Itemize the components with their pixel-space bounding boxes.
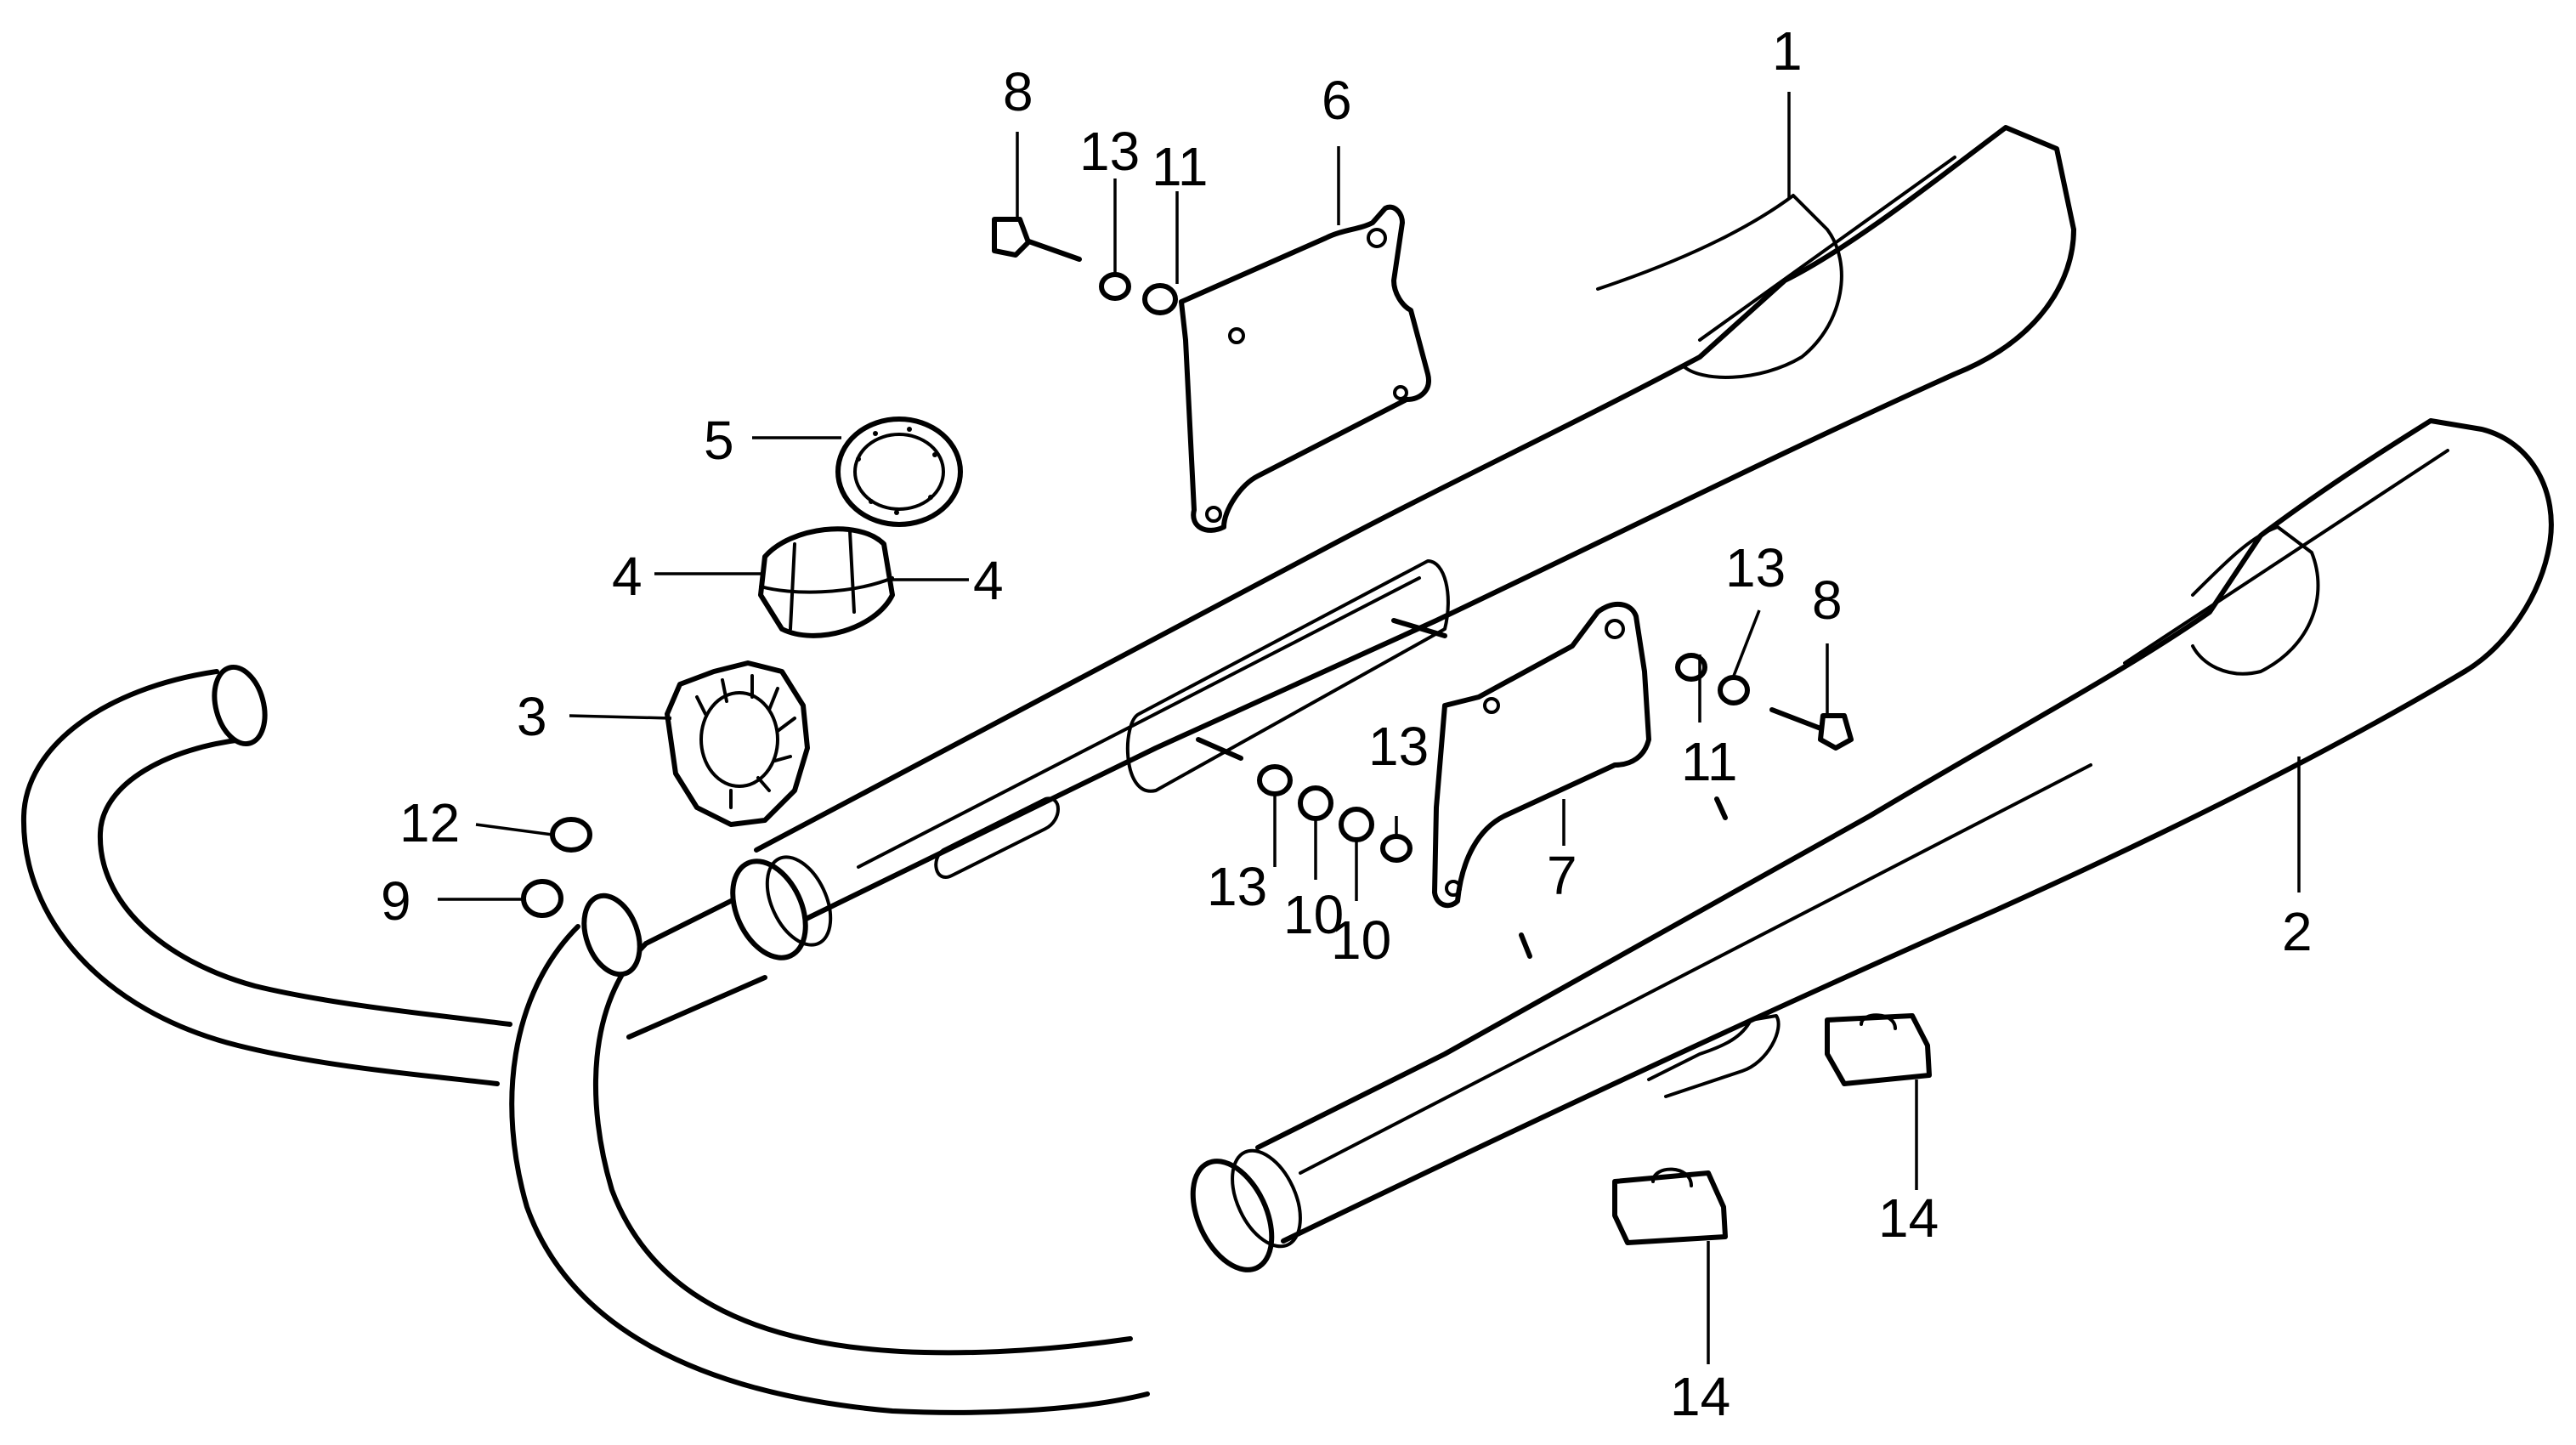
muffler-1 [730, 125, 2076, 960]
callout-13-right: 13 [1725, 537, 1786, 598]
callout-13-lower-left: 13 [1207, 856, 1267, 917]
callout-10-left: 10 [1283, 884, 1344, 945]
callout-14-upper: 14 [1878, 1187, 1939, 1249]
callout-5: 5 [704, 410, 734, 471]
callout-4-right: 4 [973, 550, 1004, 611]
muffler-2 [1190, 418, 2554, 1272]
callout-13-upper: 13 [1079, 121, 1140, 182]
collar-4 [758, 526, 895, 638]
callout-2: 2 [2282, 901, 2313, 962]
callouts: 1 2 3 4 4 5 6 7 8 8 9 10 10 11 11 12 13 … [381, 20, 2313, 1427]
callout-4-left: 4 [612, 546, 643, 607]
bracket-6 [1179, 204, 1431, 533]
callout-11-right: 11 [1681, 731, 1737, 792]
callout-12: 12 [399, 792, 460, 853]
callout-13-lower-mid: 13 [1368, 716, 1429, 777]
leader-lines [438, 92, 2301, 1364]
gasket-5 [835, 416, 963, 527]
callout-8-upper: 8 [1003, 61, 1033, 122]
bracket-7 [1432, 602, 1651, 909]
callout-10-right: 10 [1331, 910, 1391, 971]
callout-7: 7 [1547, 845, 1577, 906]
callout-1: 1 [1772, 20, 1803, 82]
clamp-3 [665, 660, 810, 827]
rear-exhaust-pipe [20, 664, 512, 1086]
callout-9: 9 [381, 870, 411, 932]
front-exhaust-pipe [509, 892, 1150, 1415]
hardware [521, 217, 1932, 1245]
callout-6: 6 [1322, 70, 1352, 131]
callout-8-right: 8 [1812, 570, 1843, 631]
callout-11-upper: 11 [1152, 136, 1208, 197]
callout-14-lower: 14 [1670, 1366, 1730, 1427]
callout-3: 3 [517, 686, 547, 747]
